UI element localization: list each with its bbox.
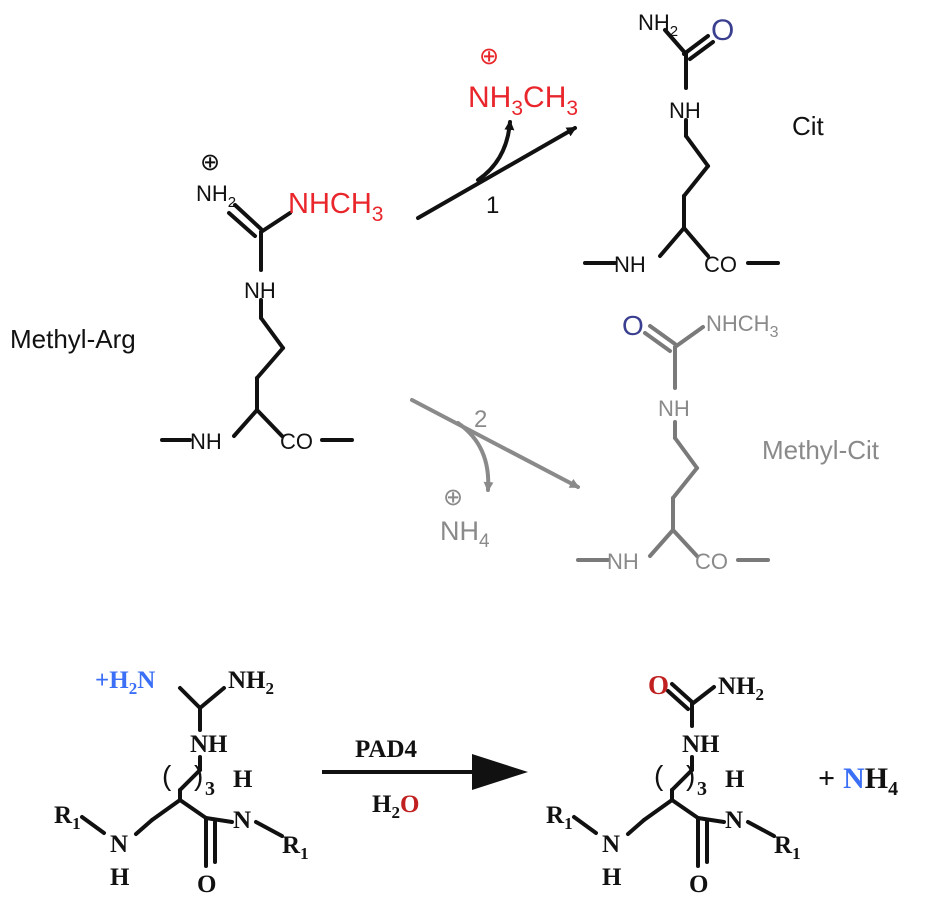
- reaction-arrow-1-label: 1: [486, 192, 499, 219]
- reaction-arrow-1: [416, 120, 577, 220]
- methyl-arg-nh2: NH2: [196, 181, 236, 211]
- methyl-arg-nhch3: NHCH3: [288, 188, 383, 226]
- methyl-cit-nh: NH: [658, 396, 690, 421]
- product-n-right: N: [725, 807, 743, 834]
- methyl-cit-backbone-nh: NH: [607, 549, 639, 574]
- methyl-arg-backbone-nh: NH: [190, 429, 222, 454]
- product-nh: NH: [682, 731, 720, 758]
- product-r1-right: R1: [774, 832, 801, 863]
- methylammonium-byproduct: NH3CH3: [468, 81, 578, 120]
- methyl-cit-structure: [576, 324, 770, 562]
- ammonium-byproduct-gray: NH4: [440, 516, 490, 552]
- reactant-protonated-h2n: +H2N: [95, 667, 155, 698]
- cit-backbone-nh: NH: [614, 252, 646, 277]
- reactant-paren-close: ): [194, 760, 203, 791]
- reactant-r1-left: R1: [54, 802, 81, 833]
- product-nh2: NH2: [718, 673, 764, 704]
- methyl-arg-plus-charge: ⊕: [200, 149, 220, 176]
- product-carbonyl-o: O: [648, 670, 669, 700]
- cit-label: Cit: [792, 111, 825, 141]
- reactant-n-right: N: [233, 807, 251, 834]
- reactant-repeat-count: 3: [205, 778, 215, 800]
- ammonium-plus-charge: ⊕: [443, 484, 463, 511]
- reactant-n-left: N: [110, 831, 128, 858]
- product-repeat-count: 3: [697, 778, 707, 800]
- product-r1-left: R1: [546, 802, 573, 833]
- reactant-nh2: NH2: [228, 667, 274, 698]
- reactant-r1-right: R1: [282, 832, 309, 863]
- pad4-reaction-arrow: [322, 754, 528, 790]
- water-reagent-label: H2O: [372, 791, 419, 822]
- reactant-h-left: H: [110, 864, 130, 891]
- reactant-structure: [80, 686, 284, 868]
- reactant-h-top: H: [233, 766, 253, 793]
- cit-carbonyl-o: O: [711, 14, 734, 47]
- methyl-arg-label: Methyl-Arg: [10, 324, 136, 354]
- reactant-nh: NH: [190, 731, 228, 758]
- cit-nh2: NH2: [638, 10, 678, 40]
- cit-structure: [583, 28, 780, 265]
- product-paren-open: (: [654, 760, 664, 791]
- cit-nh: NH: [669, 98, 701, 123]
- product-h-left: H: [602, 864, 622, 891]
- product-carbonyl-o-bottom: O: [689, 871, 708, 898]
- cit-co: CO: [704, 252, 737, 277]
- product-structure: [572, 682, 776, 868]
- ammonium-byproduct: +NH4: [818, 762, 898, 800]
- reaction-arrow-2: [410, 398, 580, 492]
- methyl-cit-carbonyl-o: O: [622, 310, 644, 341]
- reactant-paren-open: (: [162, 760, 172, 791]
- methyl-cit-co: CO: [695, 549, 728, 574]
- product-paren-close: ): [686, 760, 695, 791]
- methyl-arg-nh: NH: [244, 278, 276, 303]
- reaction-arrow-2-label: 2: [474, 406, 487, 433]
- methyl-arg-structure: [160, 203, 354, 442]
- reactant-carbonyl-o: O: [197, 871, 216, 898]
- methyl-cit-nhch3: NHCH3: [706, 311, 779, 341]
- product-n-left: N: [602, 831, 620, 858]
- pad4-enzyme-label: PAD4: [355, 736, 418, 763]
- methyl-cit-label: Methyl-Cit: [762, 435, 880, 465]
- methylammonium-plus-charge: ⊕: [479, 43, 499, 70]
- methyl-arg-co: CO: [280, 429, 313, 454]
- product-h-top: H: [725, 766, 745, 793]
